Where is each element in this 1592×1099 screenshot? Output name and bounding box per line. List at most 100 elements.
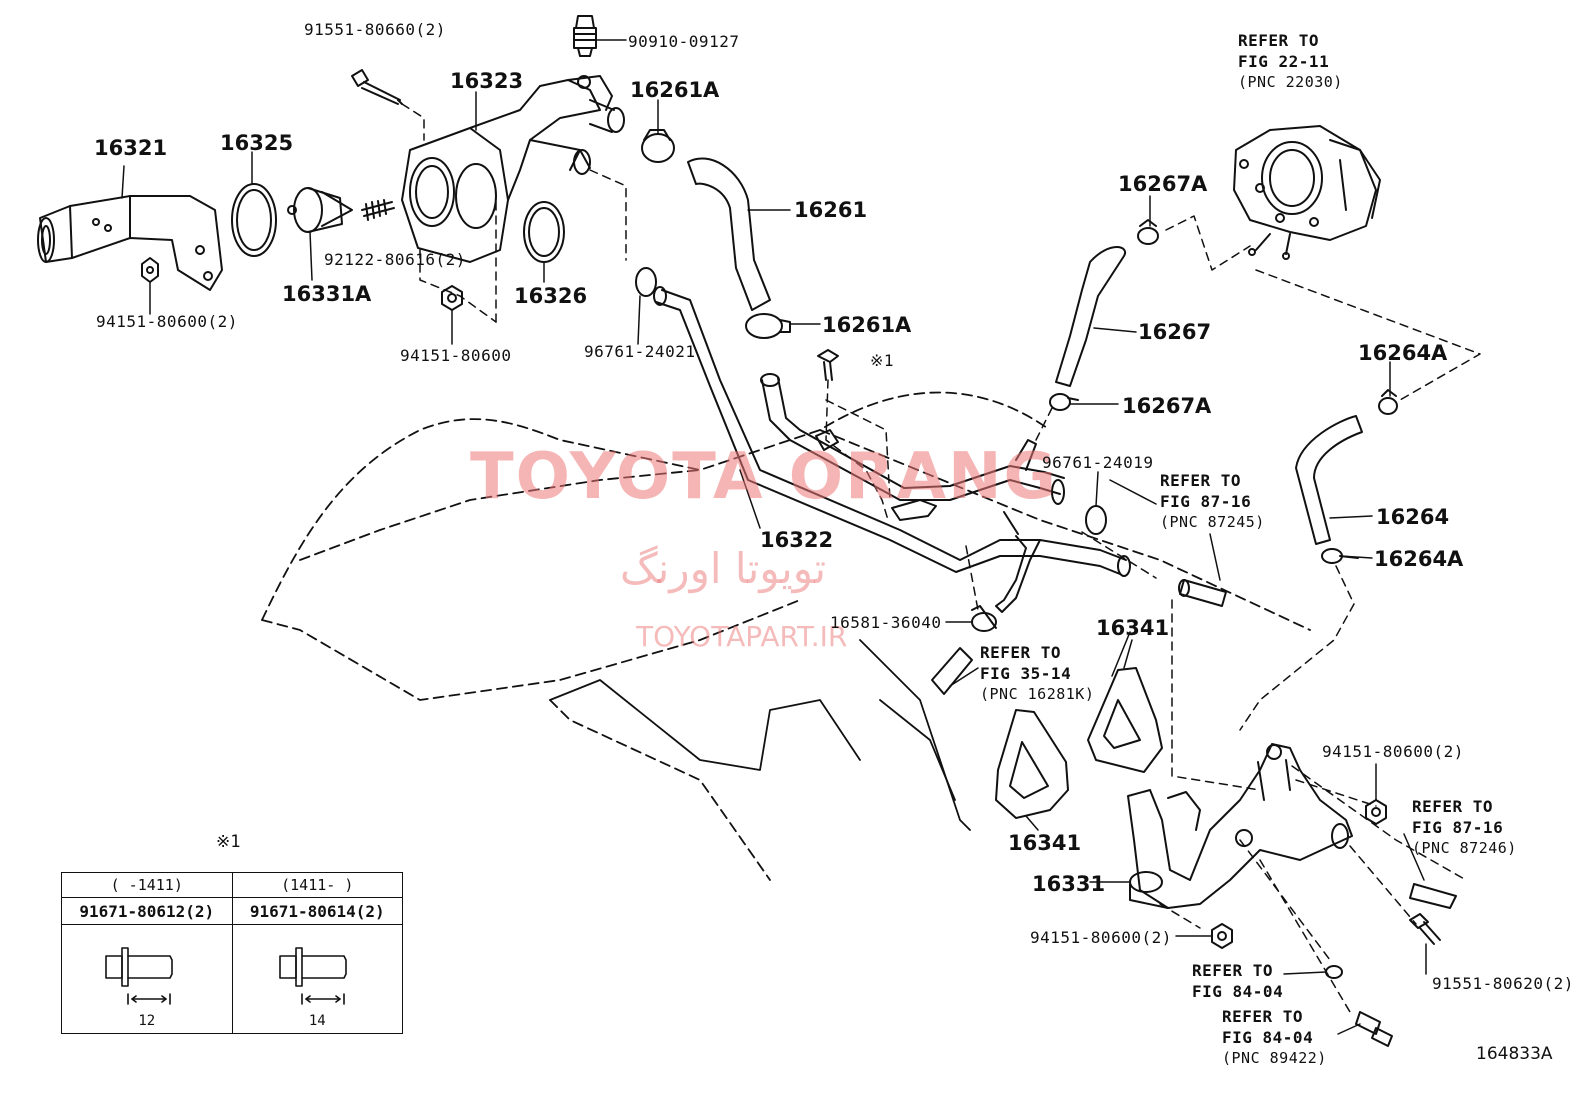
refer-line-1: REFER TO: [1192, 961, 1274, 980]
label-16331: 16331: [1032, 872, 1106, 896]
hose-stub-87245: [1179, 579, 1227, 607]
legend-right-picture: 14: [231, 924, 403, 1034]
water-inlet-housing-16323: [401, 75, 625, 263]
refer-line-1: REFER TO: [980, 643, 1062, 662]
hose-16264: [1295, 415, 1363, 545]
watermark-site: TOYOTAPART.IR: [636, 620, 848, 653]
sensor-89422: [1355, 1011, 1393, 1047]
refer-line-3: (PNC 22030): [1238, 73, 1343, 91]
label-16267A-mid: 16267A: [1122, 394, 1212, 418]
water-pipe-16322: [653, 286, 1131, 613]
label-16261A-top: 16261A: [630, 78, 720, 102]
refer-line-1: REFER TO: [1238, 31, 1320, 50]
label-16264A-bottom: 16264A: [1374, 547, 1464, 571]
label-94151-80600-bottom: 94151-80600(2): [1030, 928, 1172, 947]
refer-line-2: FIG 35-14: [980, 664, 1072, 683]
label-16261: 16261: [794, 198, 868, 222]
clamp-16267A-mid: [1049, 393, 1079, 411]
nut-94151-bottom: [1211, 923, 1233, 949]
refer-to-fig-35-14: REFER TO FIG 35-14 (PNC 16281K): [980, 642, 1094, 705]
label-16261A-mid: 16261A: [822, 313, 912, 337]
refer-line-2: FIG 22-11: [1238, 52, 1330, 71]
bolt-91551-80660: [351, 69, 403, 105]
label-94151-80600-center: 94151-80600: [400, 346, 512, 365]
label-92122-80616: 92122-80616(2): [324, 250, 466, 269]
label-16341-lower: 16341: [1008, 831, 1082, 855]
label-16326: 16326: [514, 284, 588, 308]
thermostat-16331A: [287, 187, 353, 233]
label-16267A-top: 16267A: [1118, 172, 1208, 196]
label-16264A-top: 16264A: [1358, 341, 1448, 365]
water-pump-16331: [1127, 743, 1353, 909]
label-91551-80660: 91551-80660(2): [304, 20, 446, 39]
label-90910-09127: 90910-09127: [628, 32, 740, 51]
assembly-dashes: [401, 103, 1481, 1013]
clamp-16264A-top: [1378, 389, 1398, 415]
label-16267: 16267: [1138, 320, 1212, 344]
hose-16267: [1055, 246, 1127, 387]
label-96761-24019: 96761-24019: [1042, 453, 1154, 472]
gasket-16325: [231, 183, 277, 257]
label-91551-80620: 91551-80620(2): [1432, 974, 1574, 993]
o-ring-96761-24019: [1085, 505, 1107, 535]
refer-line-1: REFER TO: [1412, 797, 1494, 816]
clamp-16261A-top: [641, 129, 675, 163]
gasket-16341-lower: [995, 709, 1069, 819]
refer-line-3: (PNC 87246): [1412, 839, 1517, 857]
legend-right-range: (1411- ): [231, 872, 403, 898]
legend-left-range: ( -1411): [61, 872, 233, 898]
nut-94151-left: [141, 257, 159, 283]
legend-left-part: 91671-80612(2): [61, 897, 233, 925]
diagram-code: 164833A: [1476, 1044, 1553, 1064]
refer-line-1: REFER TO: [1222, 1007, 1304, 1026]
bolt-91551-80620: [1409, 913, 1441, 945]
hose-stub-16281K: [931, 647, 973, 695]
refer-line-1: REFER TO: [1160, 471, 1242, 490]
hose-stub-87245-end: [1178, 579, 1190, 597]
watermark-brand: TOYOTA ORANG: [470, 440, 1059, 514]
legend-right-part: 91671-80614(2): [231, 897, 403, 925]
legend-left-picture: 12: [61, 924, 233, 1034]
label-16341-upper: 16341: [1096, 616, 1170, 640]
refer-line-2: FIG 84-04: [1222, 1028, 1314, 1047]
legend-right-dim: 14: [308, 1013, 326, 1029]
label-16323: 16323: [450, 69, 524, 93]
label-96761-24021: 96761-24021: [584, 342, 696, 361]
label-16581-36040: 16581-36040: [830, 613, 942, 632]
refer-line-2: FIG 87-16: [1160, 492, 1252, 511]
label-16331A: 16331A: [282, 282, 372, 306]
engine-block-outline: [261, 391, 1311, 881]
clamp-16261A-mid: [745, 313, 791, 339]
bolt-variant-legend: ( -1411) (1411- ) 91671-80612(2) 91671-8…: [61, 872, 403, 1034]
stud-92122: [361, 199, 395, 221]
refer-line-3: (PNC 16281K): [980, 685, 1095, 703]
hose-16261: [687, 157, 771, 311]
clamp-16267A-top: [1137, 219, 1159, 245]
label-16325: 16325: [220, 131, 294, 155]
throttle-body-22030: [1233, 125, 1381, 260]
bolt-star1: [817, 349, 839, 381]
leader-lines: [121, 39, 1427, 1035]
gasket-16325-inner: [236, 189, 272, 251]
sensor-90910-09127: [573, 15, 597, 57]
refer-to-fig-87-16-b: REFER TO FIG 87-16 (PNC 87246): [1412, 796, 1517, 859]
watermark-brand-farsi: تویوتا اورنگ: [620, 544, 827, 593]
washer-84-04: [1325, 965, 1343, 979]
refer-to-fig-87-16-a: REFER TO FIG 87-16 (PNC 87245): [1160, 470, 1265, 533]
clamp-16581-36040: [971, 605, 997, 632]
refer-line-2: FIG 84-04: [1192, 982, 1284, 1001]
label-16264: 16264: [1376, 505, 1450, 529]
label-star1-bolt: ※1: [870, 351, 895, 370]
refer-line-2: FIG 87-16: [1412, 818, 1504, 837]
label-94151-80600-left: 94151-80600(2): [96, 312, 238, 331]
refer-line-3: (PNC 87245): [1160, 513, 1265, 531]
gasket-16341-upper: [1087, 667, 1163, 773]
refer-to-fig-84-04-b: REFER TO FIG 84-04 (PNC 89422): [1222, 1006, 1327, 1069]
refer-to-fig-84-04-a: REFER TO FIG 84-04: [1192, 960, 1283, 1002]
label-94151-80600-right: 94151-80600(2): [1322, 742, 1464, 761]
gasket-16326-inner: [528, 207, 560, 257]
o-ring-96761-24021: [635, 267, 657, 297]
legend-star-note: ※1: [216, 832, 241, 852]
